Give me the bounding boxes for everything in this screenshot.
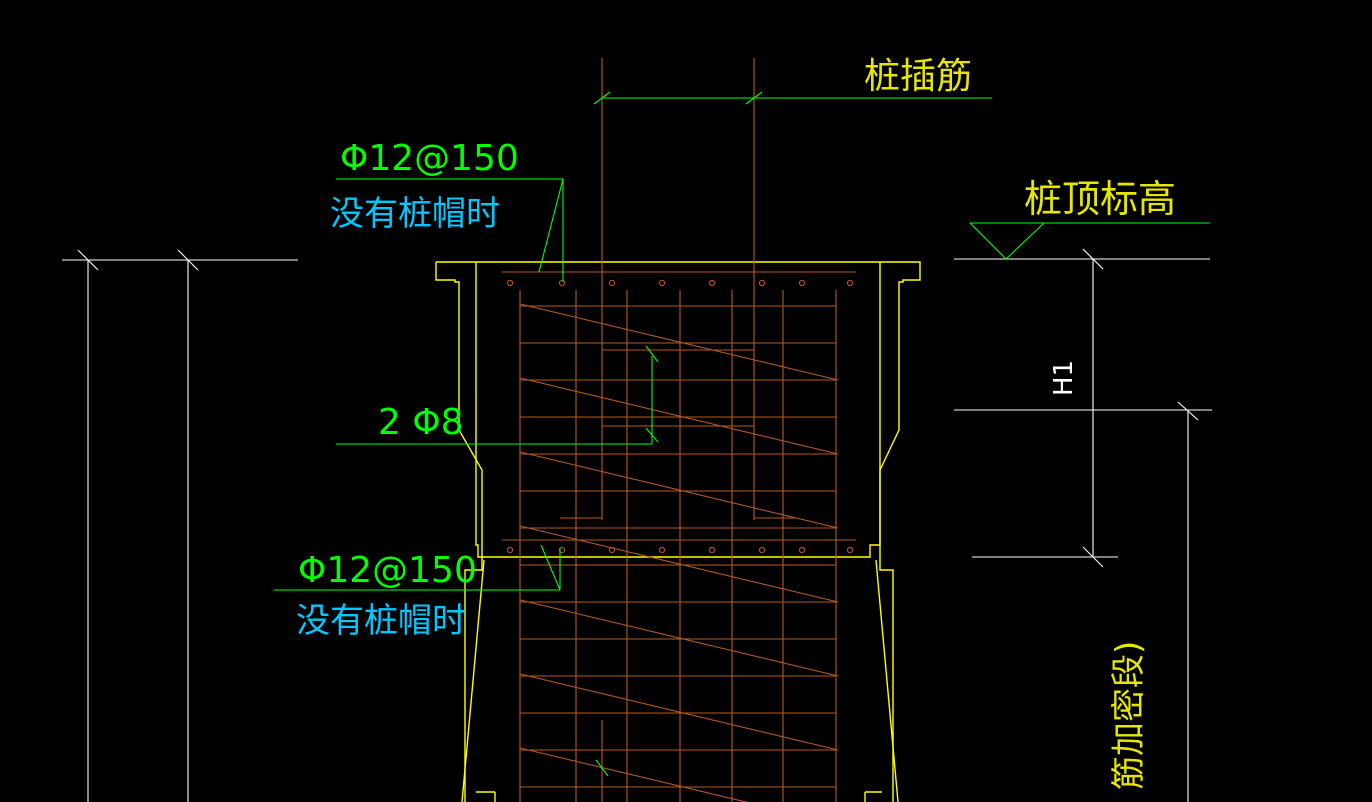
longitudinal-bar-dot xyxy=(558,279,566,287)
longitudinal-bar-dots xyxy=(506,279,854,554)
spiral-stirrup xyxy=(519,303,839,381)
longitudinal-bar-dot xyxy=(708,279,716,287)
spiral-stirrup xyxy=(519,673,839,751)
longitudinal-bar-dot xyxy=(658,546,666,554)
spiral-stirrup xyxy=(519,377,839,455)
rebar-cage xyxy=(502,271,856,802)
stirrup-top-label: Φ12@150 xyxy=(340,138,519,179)
dim-h1-label: H1 xyxy=(1049,360,1079,396)
leader-lines xyxy=(274,91,992,777)
longitudinal-bar-dot xyxy=(608,279,616,287)
longitudinal-bar-dot xyxy=(758,546,766,554)
bar-2phi8-label: 2 Φ8 xyxy=(378,402,464,443)
longitudinal-bar-dot xyxy=(798,546,806,554)
longitudinal-bar-dot xyxy=(846,279,854,287)
longitudinal-bar-dot xyxy=(658,279,666,287)
spiral-stirrup xyxy=(519,525,839,603)
longitudinal-bar-dot xyxy=(846,546,854,554)
longitudinal-bar-dot xyxy=(758,279,766,287)
text-labels: 桩插筋 桩顶标高 Φ12@150 没有桩帽时 2 Φ8 Φ12@150 没有桩帽… xyxy=(296,56,1176,790)
longitudinal-bar-dot xyxy=(798,279,806,287)
spiral-stirrup xyxy=(519,599,839,677)
pile-dowel-bars xyxy=(560,58,795,802)
longitudinal-bar-dot xyxy=(708,546,716,554)
pile-dowel-label: 桩插筋 xyxy=(864,56,972,97)
longitudinal-bar-dot xyxy=(506,279,514,287)
dimension-lines xyxy=(62,248,1212,802)
stirrup-bottom-label: Φ12@150 xyxy=(298,550,477,591)
spiral-stirrup xyxy=(519,451,839,529)
longitudinal-bar-dot xyxy=(558,546,566,554)
no-cap-bottom-label: 没有桩帽时 xyxy=(296,601,466,641)
pile-top-elevation-label: 桩顶标高 xyxy=(1024,177,1176,221)
elevation-symbol-icon xyxy=(969,222,1210,260)
vertical-note-label: 筋加密段) xyxy=(1109,641,1149,790)
no-cap-top-label: 没有桩帽时 xyxy=(330,194,500,234)
longitudinal-bar-dot xyxy=(506,546,514,554)
longitudinal-bar-dot xyxy=(608,546,616,554)
pile-cap-outline xyxy=(435,261,921,802)
spiral-stirrup xyxy=(519,747,749,802)
